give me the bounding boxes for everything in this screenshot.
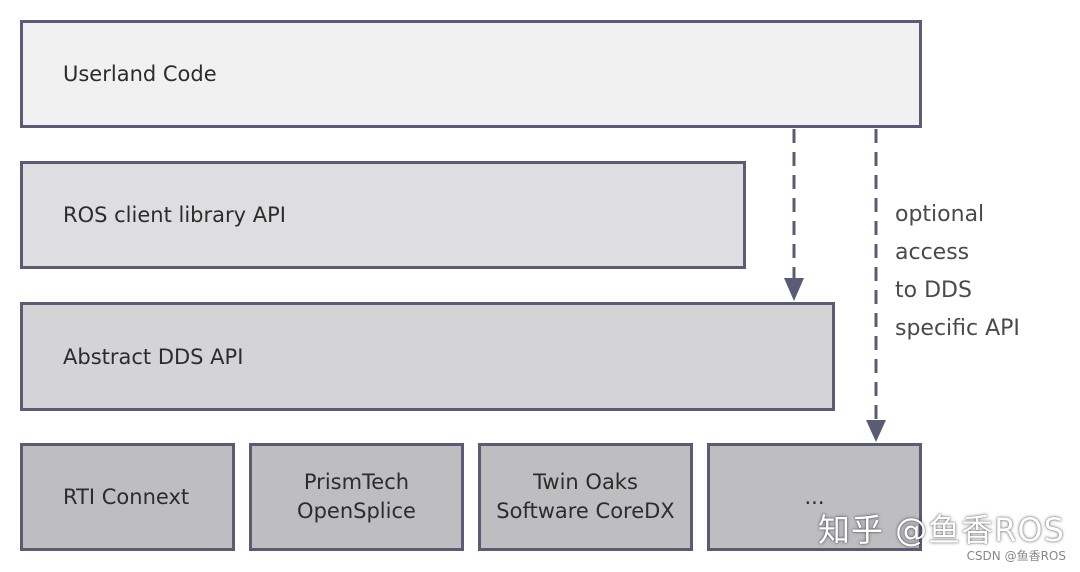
annotation-line-4: specific API [895,316,1020,341]
arrow-to-abstract-dds-head [784,278,804,301]
annotation-line-1: optional [895,202,985,227]
zhihu-watermark: 知乎 @鱼香ROS [818,511,1065,549]
impl-twin-oaks-line2: Software CoreDX [496,499,675,523]
annotation-line-3: to DDS [895,278,972,303]
impl-twin-oaks-coredx: Twin Oaks Software CoreDX [478,443,693,551]
impl-twin-oaks-line1: Twin Oaks [533,470,638,494]
annotation-line-2: access [895,240,970,265]
impl-rti-connext-label: RTI Connext [63,485,190,509]
impl-prismtech-opensplice: PrismTech OpenSplice [249,443,464,551]
impl-rti-connext: RTI Connext [20,443,235,551]
ros-client-library-label: ROS client library API [63,203,286,227]
impl-other-ellipsis: ... [707,443,922,551]
abstract-dds-label: Abstract DDS API [63,344,244,369]
ros-client-library-layer: ROS client library API [20,161,746,269]
userland-code-label: Userland Code [63,62,217,86]
impl-prismtech-line1: PrismTech [303,470,410,494]
impl-prismtech-line2: OpenSplice [297,499,416,523]
impl-other-label: ... [804,485,825,509]
optional-access-annotation: optional access to DDS specific API [895,196,1020,348]
abstract-dds-layer: Abstract DDS API [20,302,835,411]
userland-code-layer: Userland Code [20,20,922,128]
arrow-to-dds-impl-head [866,420,886,442]
csdn-credit: CSDN @鱼香ROS [966,549,1066,563]
